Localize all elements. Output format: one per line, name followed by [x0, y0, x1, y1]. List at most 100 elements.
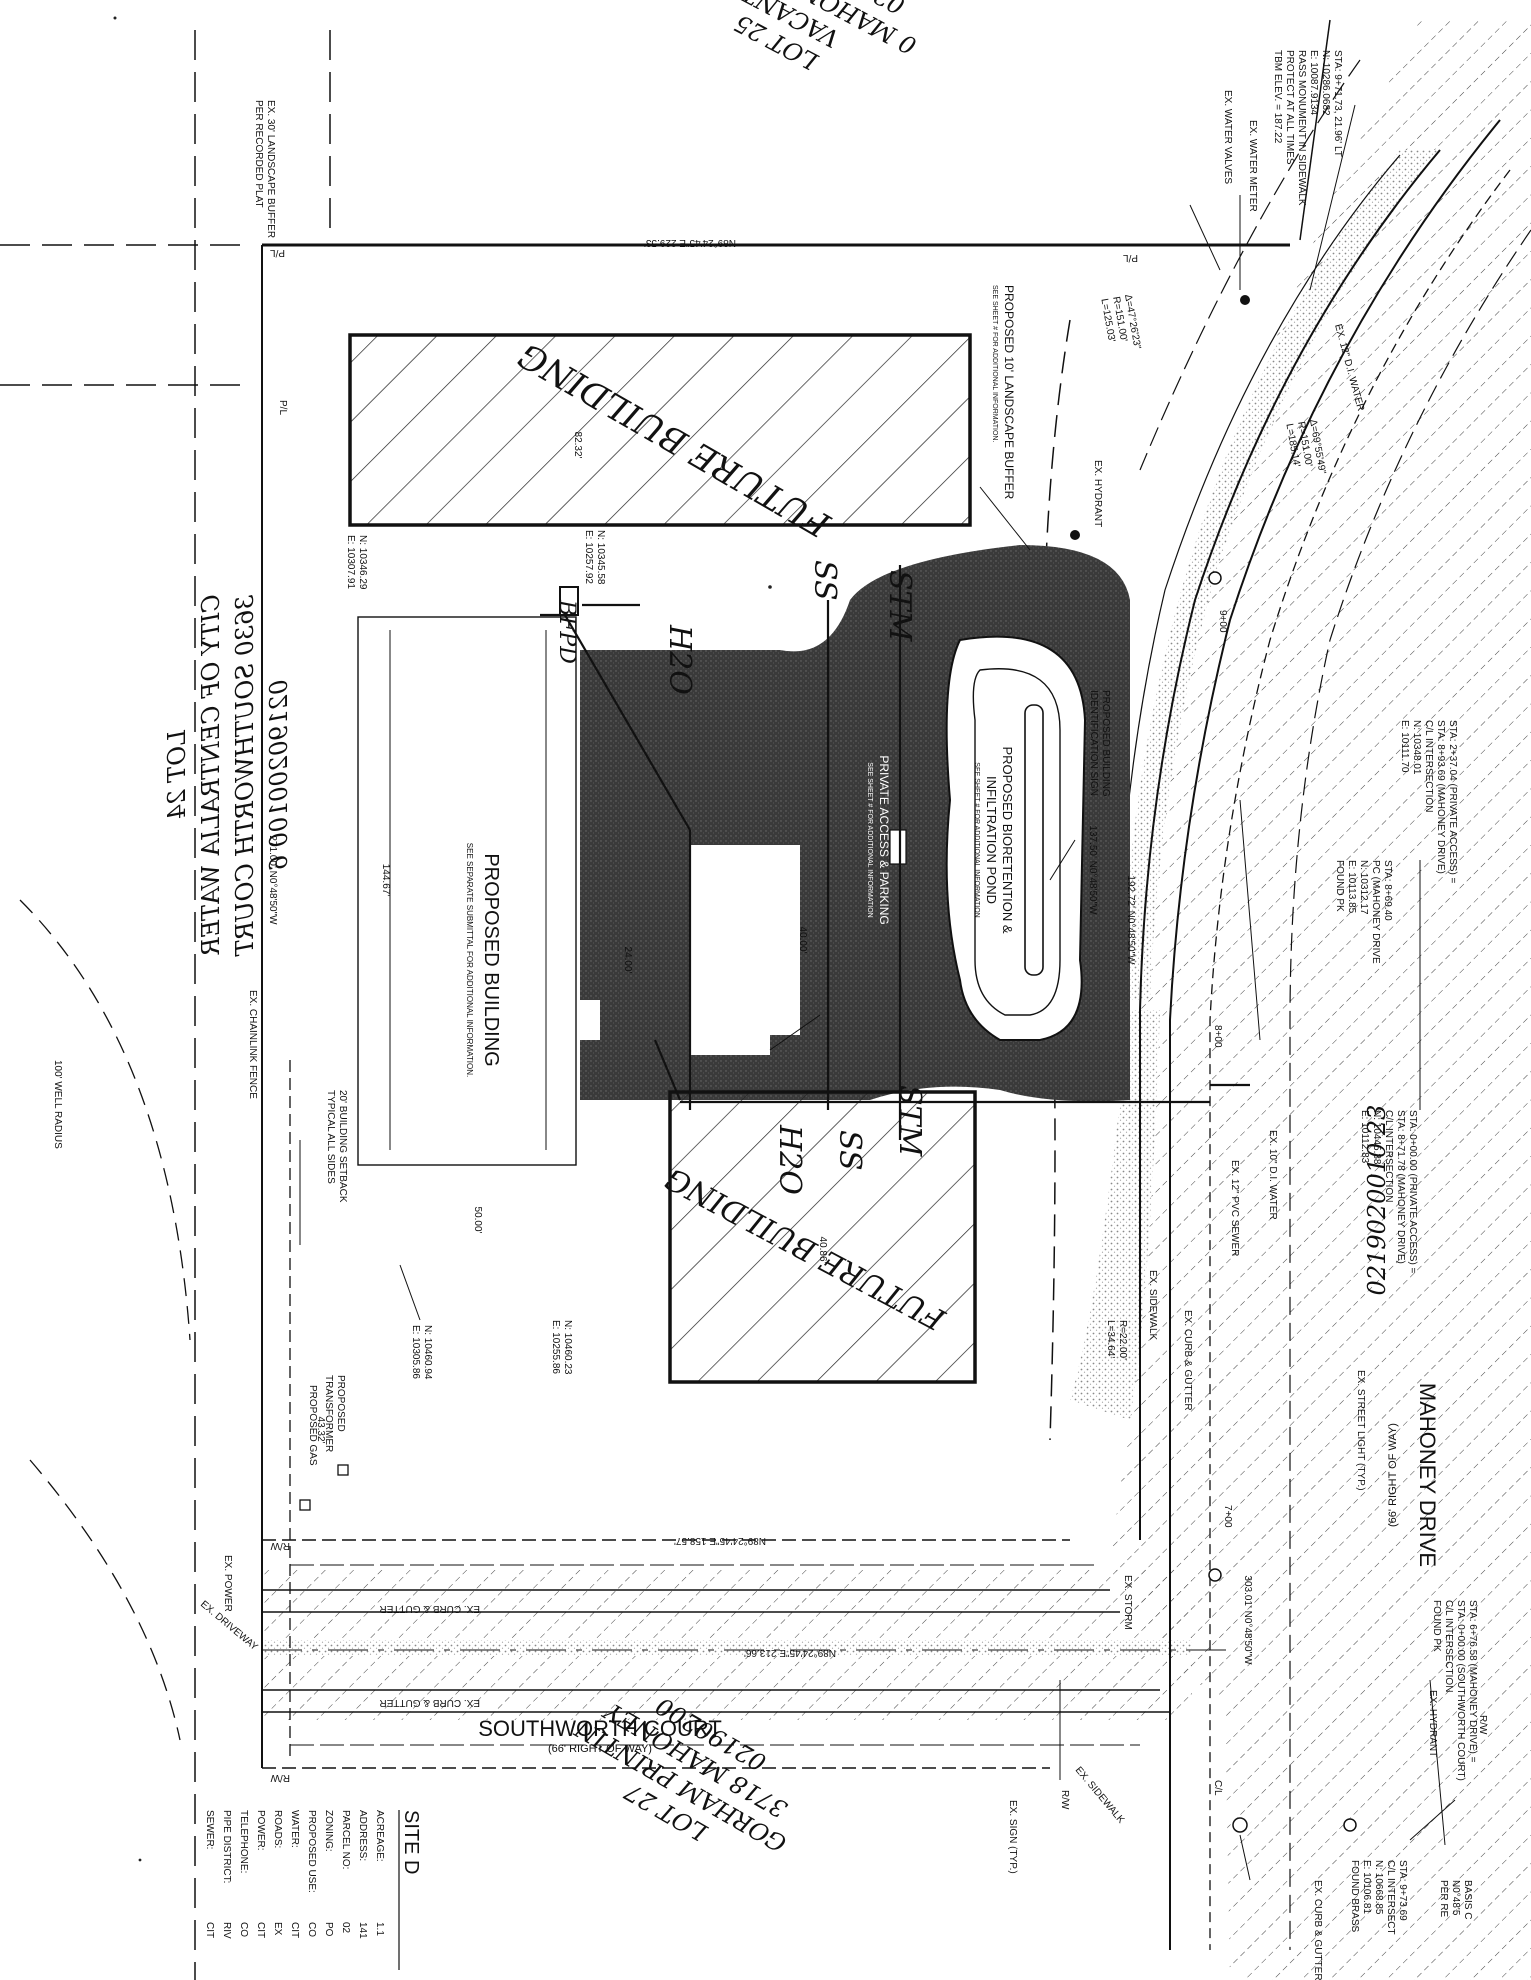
site-table-title: SITE D	[400, 1810, 422, 1874]
ex-curb-gutter: EX. CURB & GUTTER	[1182, 1310, 1193, 1411]
ex-chainlink: EX. CHAINLINK FENCE	[247, 990, 258, 1099]
ss-south: SS	[832, 1130, 867, 1171]
dim-pl1: P/L	[1123, 252, 1138, 263]
sta-top-3: E: 10087.9134	[1308, 50, 1319, 115]
site-table-value: CO	[306, 1922, 317, 1937]
ex-street-light: EX. STREET LIGHT (TYP.)	[1355, 1370, 1366, 1491]
future-building-north	[348, 333, 972, 527]
sta-top-2: N: 10286.0682	[1320, 50, 1331, 116]
sta-private2-2: STA: 8+71.78 (MAHONEY DRIVE)	[1395, 1110, 1406, 1264]
pond-title-1: PROPOSED BIORETENTION &	[1000, 746, 1015, 933]
dim-d4: 271.00' N0°48'50"W	[267, 835, 278, 925]
lot25-label: LOT 25 VACANT 0 MAHONEY DRIVE 0219020010…	[687, 0, 920, 76]
site-table-value: 141	[357, 1922, 368, 1939]
site-table-label: ZONING:	[323, 1810, 334, 1852]
curve-c-1: R=22.00'	[1117, 1320, 1128, 1360]
dim-d11: 24.00'	[622, 947, 633, 974]
dim-d9: 82.32'	[572, 432, 583, 459]
transformer-1: PROPOSED	[335, 1375, 346, 1432]
coord-sw1-e: E: 10305.86	[410, 1325, 421, 1379]
ex-sidewalk: EX. SIDEWALK	[1147, 1270, 1158, 1341]
lot24-line-1: LOT 24	[163, 729, 191, 820]
dim-d1: N89°24'45"E 229.53'	[644, 237, 736, 248]
sta-south-2: STA: 0+00.00 (SOUTHWORTH COURT)	[1455, 1600, 1466, 1781]
parking-title: PRIVATE ACCESS & PARKING	[877, 755, 891, 924]
landscape-30-1: EX. 30' LANDSCAPE BUFFER	[265, 100, 276, 238]
dim-pl2: P/L	[270, 247, 285, 258]
base-note-1: BASIS C	[1462, 1880, 1473, 1919]
proposed-building-title: PROPOSED BUILDING	[480, 853, 502, 1066]
h2o-south: H2O	[772, 1124, 807, 1195]
site-table-label: PROPOSED USE:	[306, 1810, 317, 1893]
base-note-3: PER RE	[1438, 1880, 1449, 1918]
proposed-building-note: SEE SEPARATE SUBMITTAL FOR ADDITIONAL IN…	[465, 843, 474, 1077]
sta-private-4: N: 10348.01	[1411, 720, 1422, 775]
coord-nw1-e: E: 10307.91	[345, 535, 356, 589]
sta-private2-4: N: 10445.38	[1371, 1110, 1382, 1165]
proposed-building-outline	[357, 616, 577, 1166]
dim-d12: 50.00'	[472, 1207, 483, 1234]
sta-top-5: PROTECT AT ALL TIMES	[1284, 50, 1295, 165]
coord-nw1-n: N: 10346.29	[357, 535, 368, 590]
site-table-label: PARCEL NO:	[340, 1810, 351, 1869]
bioretention-pond	[889, 635, 1087, 1041]
well-radius: 100' WELL RADIUS	[52, 1060, 63, 1149]
dim-sta900: 9+00	[1217, 610, 1228, 633]
landscape-10-1: PROPOSED 10' LANDSCAPE BUFFER	[1002, 285, 1016, 500]
sta-south-1: STA: 6+76.58 (MAHONEY DRIVE) =	[1467, 1600, 1478, 1763]
mahoney-name: MAHONEY DRIVE	[1415, 1383, 1440, 1567]
coord-nw2-n: N: 10345.58	[595, 530, 606, 585]
mahoney-right-of-way	[1070, 20, 1531, 1980]
sta-pc-1: STA: 8+69.40	[1382, 860, 1393, 921]
hand-utility-lines	[540, 565, 1250, 1140]
dim-rw3: R/W	[1059, 1790, 1070, 1810]
sta-top-1: STA: 9+71.73, 21.96' LT	[1332, 50, 1343, 157]
sta-private2-5: E: 10112.83	[1359, 1110, 1370, 1164]
id-sign-1: PROPOSED BUILDING	[1100, 690, 1111, 797]
ss-north: SS	[807, 560, 842, 601]
lot24-line-2: CITY OF CENTRALIA WATER	[197, 594, 225, 955]
dim-d3: N89°24'45"E 213.66'	[744, 1647, 836, 1658]
sta-base-4: E: 10106.81	[1361, 1860, 1372, 1914]
dim-d5: 137.50' N0°48'50"W	[1087, 825, 1098, 915]
sta-base-5: FOUND BRASS	[1349, 1860, 1360, 1933]
landscape-10-2: SEE SHEET # FOR ADDITIONAL INFORMATION.	[991, 285, 998, 442]
dim-d10: 40.00'	[797, 927, 808, 954]
site-table-label: ADDRESS:	[357, 1810, 368, 1861]
southworth-row: (66' RIGHT OF WAY)	[548, 1743, 652, 1755]
coord-sw2-n: N: 10460.23	[562, 1320, 573, 1375]
dim-rw1: R/W	[270, 1540, 290, 1551]
setback-1: 20' BUILDING SETBACK	[337, 1090, 348, 1203]
well-radius-arc	[19, 899, 191, 1341]
site-table-value: 02	[340, 1922, 351, 1934]
proposed-building-label: PROPOSED BUILDING SEE SEPARATE SUBMITTAL…	[465, 843, 502, 1077]
site-table-label: POWER:	[255, 1810, 266, 1851]
site-table-label: ACREAGE:	[374, 1810, 385, 1862]
site-table-value: CIT	[204, 1922, 215, 1938]
sta-pc-4: E: 10113.85	[1346, 860, 1357, 914]
dim-d6: 192.72' N0°48'50"W	[1125, 875, 1136, 965]
h2o-north: H2O	[662, 624, 697, 695]
site-table-value: RIV	[221, 1922, 232, 1939]
dim-d8: 144.67'	[380, 864, 391, 897]
site-table-value: CIT	[255, 1922, 266, 1938]
sta-top-6: TBM ELEV. = 187.22	[1272, 50, 1283, 144]
gas: PROPOSED GAS	[307, 1385, 318, 1466]
site-table-label: WATER:	[289, 1810, 300, 1848]
site-table-value: PO	[323, 1922, 334, 1937]
ex-12-sewer: EX. 12" PVC SEWER	[1229, 1160, 1240, 1256]
dimensions: N89°24'45"E 229.53' N89°24'45"E 158.57' …	[267, 237, 1488, 1810]
mahoney-row: (66' RIGHT OF WAY)	[1387, 1423, 1399, 1527]
site-table-label: SEWER:	[204, 1810, 215, 1849]
ex-storm: EX. STORM	[1122, 1575, 1133, 1630]
site-table-value: EX	[272, 1922, 283, 1936]
ex-hydrant-s: EX. HYDRANT	[1427, 1690, 1438, 1757]
parcel-east-line: 0219020010 23	[1363, 1105, 1391, 1296]
parking-label: PRIVATE ACCESS & PARKING SEE SHEET # FOR…	[866, 755, 891, 924]
id-sign-2: IDENTIFICATION SIGN	[1088, 690, 1099, 796]
sta-private-2: STA: 8+93.69 (MAHONEY DRIVE)	[1435, 720, 1446, 874]
sta-private2-3: C/L INTERSECTION	[1383, 1110, 1394, 1202]
utility-symbols	[299, 295, 1357, 1833]
ex-hydrant-n: EX. HYDRANT	[1092, 460, 1103, 527]
